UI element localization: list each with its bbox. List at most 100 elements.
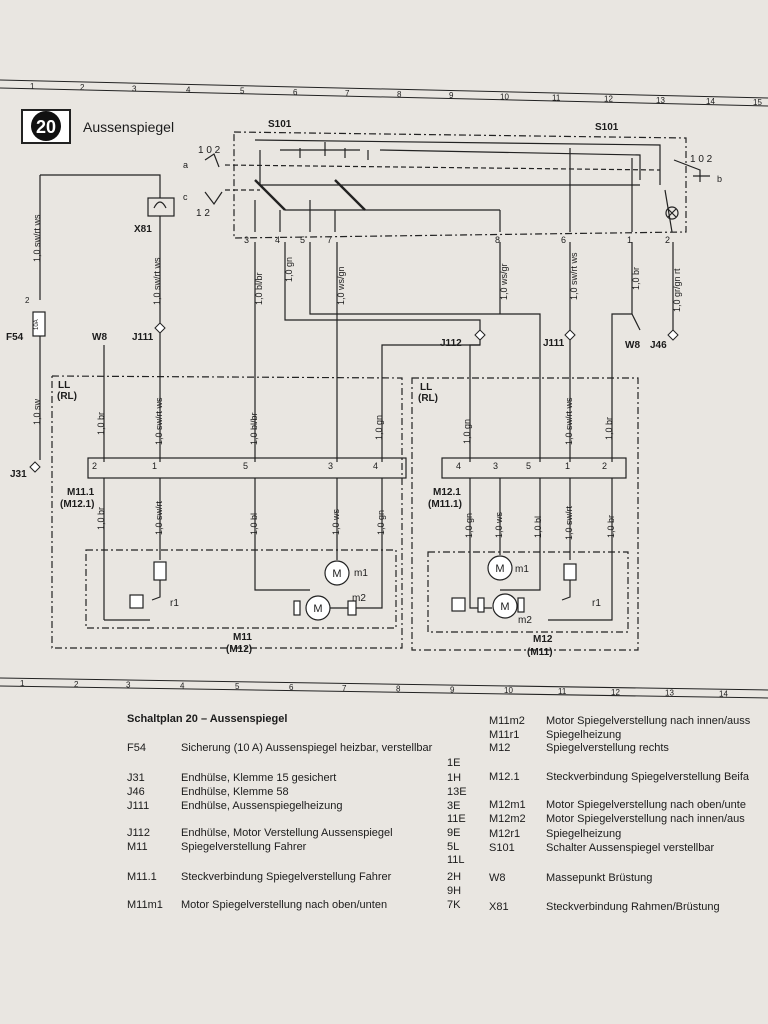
wire-color-label: 1,0 sw/rt ws <box>152 257 162 305</box>
m11-sub-label: (M11) <box>527 647 553 658</box>
grid-bottom-label: 6 <box>289 683 294 692</box>
m1-left-label: m1 <box>354 568 368 579</box>
m2-left-label: m2 <box>352 593 366 604</box>
wire-color-label: 1,0 sw/rt ws <box>154 397 164 445</box>
wire-color-label: 1,0 bl <box>249 513 259 535</box>
legend-grid-ref: 1E <box>447 757 461 769</box>
f54-label: F54 <box>6 332 24 343</box>
connector-pin-label: 4 <box>373 461 378 471</box>
wire-color-label: 1,0 gn <box>374 415 384 440</box>
wire-color-label: 1,0 bl <box>533 516 543 538</box>
m12-1-sub-label: (M12.1) <box>60 499 94 510</box>
diagram-title: Aussenspiegel <box>83 119 174 135</box>
legend-description: Motor Spiegelverstellung nach innen/aus <box>546 813 745 825</box>
wire-color-label: 1,0 gn <box>284 257 294 282</box>
wire-color-label: 1,0 br <box>606 515 616 538</box>
grid-bottom-label: 14 <box>719 689 728 698</box>
motor-m2-symbol: M <box>313 603 322 615</box>
legend-code: J111 <box>127 800 150 812</box>
heater-element-icon <box>129 561 577 612</box>
legend-description: Motor Spiegelverstellung nach oben/unte <box>546 799 746 811</box>
wire-color-label: 1,0 ws/gn <box>336 266 346 305</box>
rl-right-label: (RL) <box>418 393 438 404</box>
grid-bottom-label: 1 <box>20 679 25 688</box>
grid-bottom-label: 4 <box>180 681 185 690</box>
legend-code: F54 <box>127 742 146 754</box>
legend-description: Endhülse, Motor Verstellung Aussenspiege… <box>181 827 393 839</box>
wire-color-label: 1,0 sw/rt <box>564 505 574 540</box>
grid-bottom-label: 12 <box>611 688 620 697</box>
legend-description: Endhülse, Klemme 15 gesichert <box>181 772 337 784</box>
switch-position-left: 1 0 2 <box>198 145 221 156</box>
m1-right-label: m1 <box>515 564 529 575</box>
legend-grid-ref: 9E <box>447 827 461 839</box>
page-number: 20 <box>36 117 56 137</box>
wire-color-label: 1,0 gr/gn rt <box>672 268 682 312</box>
switch-label-a: a <box>183 160 188 170</box>
grid-top-label: 11 <box>552 94 561 103</box>
m12-sub-label: (M12) <box>226 644 252 655</box>
legend-code: M11m1 <box>127 899 163 911</box>
wire-color-label: 1,0 ws <box>494 511 504 538</box>
junction-markers <box>154 322 679 341</box>
legend-description: Steckverbindung Spiegelverstellung Fahre… <box>181 871 392 883</box>
legend-code: M12 <box>489 742 511 754</box>
grid-top-label: 15 <box>753 98 762 107</box>
connector-pin-label: 1 <box>152 461 157 471</box>
legend-grid-ref: 9H <box>447 885 462 897</box>
switch-pin-label: 3 <box>244 235 249 245</box>
wire-color-label: 1,0 sw <box>32 398 42 425</box>
legend-code: M12m1 <box>489 799 526 811</box>
connector-pin-label: 2 <box>92 461 97 471</box>
switch-label-c: c <box>183 192 188 202</box>
switch-s101-box <box>233 131 687 239</box>
connector-pin-label: 2 <box>602 461 607 471</box>
f54-pin: 2 <box>25 296 30 305</box>
page-number-badge: 20 <box>21 109 71 144</box>
legend-description: Spiegelverstellung rechts <box>546 742 669 754</box>
wire-color-label: 1,0 br <box>631 267 641 290</box>
grid-top-label: 12 <box>604 95 613 104</box>
switch-position-right: 1 0 2 <box>690 154 713 165</box>
switch-pin-label: 8 <box>495 235 500 245</box>
wire-color-label: 1,0 br <box>604 417 614 440</box>
legend-code: M12.1 <box>489 771 520 783</box>
wire-color-label: 1,0 bl/br <box>254 272 264 305</box>
r1-right-label: r1 <box>592 598 601 609</box>
grid-bottom-label: 11 <box>558 687 567 696</box>
legend-grid-ref: 1H <box>447 772 462 784</box>
m12-1-label: M12.1 <box>433 487 461 498</box>
m2-right-label: m2 <box>518 615 532 626</box>
motor-icons <box>293 555 525 621</box>
ll-right-label: LL <box>420 382 432 393</box>
grid-top-label: 7 <box>345 89 350 98</box>
m11-1-label: M11.1 <box>67 487 95 498</box>
grid-top-label: 2 <box>80 83 85 92</box>
motor-m1r-symbol: M <box>495 563 504 575</box>
legend-code: M11 <box>127 841 148 853</box>
j31-label: J31 <box>10 469 27 480</box>
indicator-lamp-icon <box>665 206 679 220</box>
grid-top-label: 1 <box>30 82 35 91</box>
legend-code: M12m2 <box>489 813 526 825</box>
wire-labels: 1,0 sw/rt ws 1,0 sw/rt ws 1,0 bl/br 1,0 gn 1… <box>32 214 682 540</box>
wire-color-label: 1,0 sw/rt ws <box>564 397 574 445</box>
wire-color-label: 1,0 br <box>96 412 106 435</box>
wire-color-label: 1,0 sw/rt <box>154 500 164 535</box>
r1-left-label: r1 <box>170 598 179 609</box>
legend-description: Spiegelheizung <box>546 729 622 741</box>
legend-code: S101 <box>489 842 515 854</box>
grid-top-label: 8 <box>397 90 402 99</box>
legend-code: X81 <box>489 901 509 913</box>
rl-left-label: (RL) <box>57 391 77 402</box>
legend-code: M11m2 <box>489 715 525 727</box>
legend-description: Endhülse, Klemme 58 <box>181 786 289 798</box>
legend-code: M11r1 <box>489 729 520 741</box>
switch-pin-label: 5 <box>300 235 305 245</box>
legend-description: Endhülse, Aussenspiegelheizung <box>181 800 343 812</box>
grid-top-label: 13 <box>656 96 665 105</box>
grid-bottom-label: 8 <box>396 685 401 694</box>
